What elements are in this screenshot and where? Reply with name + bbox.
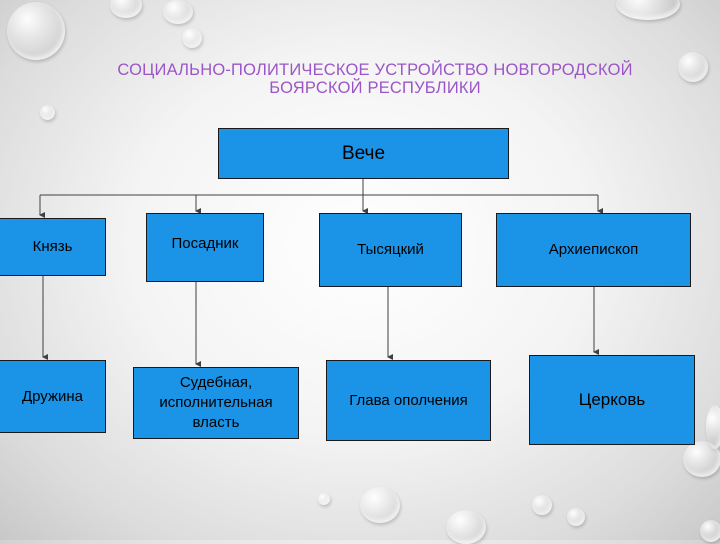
water-drop xyxy=(7,2,65,60)
title-line-2: БОЯРСКОЙ РЕСПУБЛИКИ xyxy=(269,79,481,97)
water-drop xyxy=(446,510,486,544)
water-drop xyxy=(163,0,193,24)
water-drop xyxy=(683,441,720,477)
water-drop xyxy=(706,405,720,449)
box-druzhina-label: Дружина xyxy=(21,387,84,405)
box-posadnik: Посадник xyxy=(146,213,264,282)
box-knyaz: Князь xyxy=(0,218,106,276)
box-veche-label: Вече xyxy=(341,142,386,164)
box-druzhina: Дружина xyxy=(0,360,106,433)
box-posadnik-label: Посадник xyxy=(171,234,239,252)
box-glava-opolcheniya: Глава ополчения xyxy=(326,360,491,441)
box-tserkov: Церковь xyxy=(529,355,695,445)
water-drop xyxy=(318,493,330,505)
water-drop xyxy=(567,508,585,526)
water-drop xyxy=(360,487,400,523)
box-glava-label: Глава ополчения xyxy=(349,391,468,409)
water-drop xyxy=(182,28,202,48)
water-drop xyxy=(700,520,720,542)
box-tserkov-label: Церковь xyxy=(578,390,646,409)
box-tysyatsky-label: Тысяцкий xyxy=(357,241,424,258)
box-sudebnaya-label: Судебная, исполнительная власть xyxy=(159,374,273,431)
water-drop xyxy=(616,0,680,20)
page-title: СОЦИАЛЬНО-ПОЛИТИЧЕСКОЕ УСТРОЙСТВО НОВГОР… xyxy=(60,61,690,97)
water-drop xyxy=(110,0,142,18)
box-tysyatsky: Тысяцкий xyxy=(319,213,462,287)
box-knyaz-label: Князь xyxy=(32,238,73,255)
water-drop xyxy=(678,52,708,82)
box-veche: Вече xyxy=(218,128,509,179)
water-drop xyxy=(532,495,552,515)
box-sudebnaya: Судебная, исполнительная власть xyxy=(133,367,299,439)
box-arkhiepiskop-label: Архиепископ xyxy=(548,241,639,258)
water-drop xyxy=(40,105,55,120)
box-arkhiepiskop: Архиепископ xyxy=(496,213,691,287)
title-line-1: СОЦИАЛЬНО-ПОЛИТИЧЕСКОЕ УСТРОЙСТВО НОВГОР… xyxy=(117,61,633,79)
